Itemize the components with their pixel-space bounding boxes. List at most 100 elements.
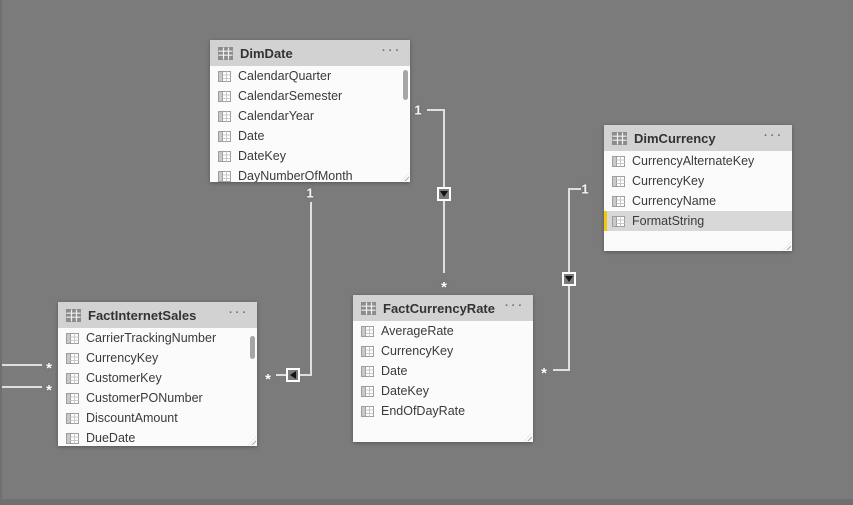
field-row[interactable]: DayNumberOfMonth [210, 166, 410, 182]
field-label: CurrencyKey [86, 351, 159, 365]
crossfilter-arrow-icon [437, 187, 451, 201]
field-label: CalendarYear [238, 109, 314, 123]
field-row[interactable]: CurrencyKey [353, 341, 533, 361]
table-title: FactInternetSales [88, 307, 197, 323]
field-row[interactable]: CalendarYear [210, 106, 410, 126]
table-header[interactable]: DimCurrency ··· [604, 125, 792, 151]
field-grid-icon [361, 405, 374, 417]
field-label: AverageRate [381, 324, 454, 338]
field-label: DueDate [86, 431, 136, 445]
many-cardinality-label: * [46, 381, 52, 399]
table-grid-icon [66, 308, 81, 322]
table-header[interactable]: FactCurrencyRate ··· [353, 295, 533, 321]
field-row[interactable]: DateKey [353, 381, 533, 401]
field-label: CalendarQuarter [238, 69, 332, 83]
field-grid-icon [612, 215, 625, 227]
field-row[interactable]: CurrencyAlternateKey [604, 151, 792, 171]
relationship-line[interactable] [310, 202, 312, 376]
field-label: CurrencyAlternateKey [632, 154, 755, 168]
field-row[interactable]: Date [210, 126, 410, 146]
field-label: CurrencyKey [632, 174, 705, 188]
table-title: DimCurrency [634, 130, 716, 146]
field-grid-icon [612, 155, 625, 167]
arrow-triangle [440, 191, 448, 197]
table-card-factinternetsales[interactable]: FactInternetSales ··· CarrierTrackingNumbe… [58, 302, 257, 446]
field-grid-icon [218, 150, 231, 162]
field-row[interactable]: CurrencyKey [58, 348, 257, 368]
resize-grip-icon[interactable] [248, 437, 256, 445]
field-row[interactable]: Date [353, 361, 533, 381]
field-row[interactable]: CalendarSemester [210, 86, 410, 106]
field-grid-icon [218, 90, 231, 102]
field-label: CarrierTrackingNumber [86, 331, 217, 345]
table-grid-icon [612, 131, 627, 145]
field-label: FormatString [632, 214, 705, 228]
field-grid-icon [361, 385, 374, 397]
field-row[interactable]: DateKey [210, 146, 410, 166]
field-grid-icon [612, 175, 625, 187]
canvas-left-edge [0, 0, 2, 505]
many-cardinality-label: * [265, 370, 271, 388]
resize-grip-icon[interactable] [783, 242, 791, 250]
field-label: CalendarSemester [238, 89, 343, 103]
field-row[interactable]: FormatString [604, 211, 792, 231]
table-grid-icon [361, 301, 376, 315]
more-options-icon[interactable]: ··· [229, 307, 249, 319]
field-row[interactable]: CarrierTrackingNumber [58, 328, 257, 348]
field-row[interactable]: DiscountAmount [58, 408, 257, 428]
field-row[interactable]: AverageRate [353, 321, 533, 341]
table-grid-icon [218, 46, 233, 60]
field-label: DateKey [381, 384, 429, 398]
resize-grip-icon[interactable] [524, 433, 532, 441]
table-title: FactCurrencyRate [383, 300, 495, 316]
scrollbar-thumb[interactable] [250, 336, 255, 359]
field-row[interactable]: CustomerPONumber [58, 388, 257, 408]
table-title: DimDate [240, 45, 293, 61]
field-label: CurrencyName [632, 194, 717, 208]
relationship-line[interactable] [0, 386, 42, 388]
field-label: Date [238, 129, 265, 143]
canvas-bottom-edge [0, 499, 853, 505]
field-row[interactable]: CurrencyName [604, 191, 792, 211]
table-header[interactable]: DimDate ··· [210, 40, 410, 66]
arrow-triangle [565, 276, 573, 282]
field-grid-icon [612, 195, 625, 207]
field-grid-icon [361, 325, 374, 337]
relationship-line[interactable] [0, 364, 42, 366]
one-cardinality-label: 1 [306, 185, 314, 201]
scrollbar-thumb[interactable] [403, 70, 408, 100]
field-row[interactable]: DueDate [58, 428, 257, 446]
one-cardinality-label: 1 [581, 181, 589, 197]
field-grid-icon [218, 110, 231, 122]
more-options-icon[interactable]: ··· [382, 45, 402, 57]
many-cardinality-label: * [46, 359, 52, 377]
many-cardinality-label: * [541, 364, 547, 382]
relationship-line[interactable] [568, 188, 581, 190]
field-label: Date [381, 364, 408, 378]
field-row[interactable]: EndOfDayRate [353, 401, 533, 421]
field-label: DayNumberOfMonth [238, 169, 353, 182]
field-label: CustomerKey [86, 371, 162, 385]
arrow-triangle [290, 371, 296, 379]
more-options-icon[interactable]: ··· [505, 300, 525, 312]
field-grid-icon [218, 130, 231, 142]
field-grid-icon [218, 70, 231, 82]
field-grid-icon [66, 392, 79, 404]
field-row[interactable]: CustomerKey [58, 368, 257, 388]
field-row[interactable]: CalendarQuarter [210, 66, 410, 86]
field-grid-icon [66, 332, 79, 344]
crossfilter-arrow-icon [562, 272, 576, 286]
field-row[interactable]: CurrencyKey [604, 171, 792, 191]
field-grid-icon [66, 352, 79, 364]
resize-grip-icon[interactable] [401, 173, 409, 181]
more-options-icon[interactable]: ··· [764, 130, 784, 142]
relationship-line[interactable] [553, 369, 569, 371]
table-header[interactable]: FactInternetSales ··· [58, 302, 257, 328]
relationship-line[interactable] [427, 109, 444, 111]
field-label: DiscountAmount [86, 411, 178, 425]
